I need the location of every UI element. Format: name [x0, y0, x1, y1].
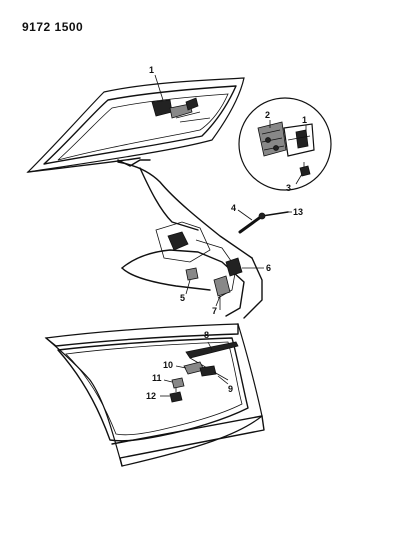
leader-4	[237, 209, 253, 221]
leader-8	[207, 341, 213, 351]
body-rear-quarter	[117, 161, 263, 319]
lower-liftgate	[44, 323, 265, 467]
diagram-code: 9172 1500	[22, 20, 84, 34]
leader-11	[163, 379, 173, 383]
callout-8: 8	[204, 330, 209, 340]
callout-1: 1	[149, 65, 154, 75]
callout-6: 6	[266, 263, 271, 273]
leader-3	[295, 173, 303, 185]
leader-10	[175, 365, 187, 369]
callout-9: 9	[228, 384, 233, 394]
hinge-detail-circle	[238, 97, 332, 191]
callout-5: 5	[180, 293, 185, 303]
gas-strut	[238, 211, 289, 234]
callout-2: 2	[265, 110, 270, 120]
callout-11: 11	[152, 373, 162, 383]
leader-1	[154, 74, 164, 101]
leader-9	[217, 375, 229, 385]
callout-12: 12	[146, 391, 156, 401]
callout-1-detail: 1	[302, 115, 307, 125]
callout-3: 3	[286, 183, 291, 193]
callout-10: 10	[163, 360, 173, 370]
leader-5	[185, 279, 191, 295]
upper-liftgate	[26, 77, 245, 173]
callout-7: 7	[212, 306, 217, 316]
callout-13: 13	[293, 207, 303, 217]
callout-4: 4	[231, 203, 236, 213]
leader-7	[215, 295, 221, 307]
